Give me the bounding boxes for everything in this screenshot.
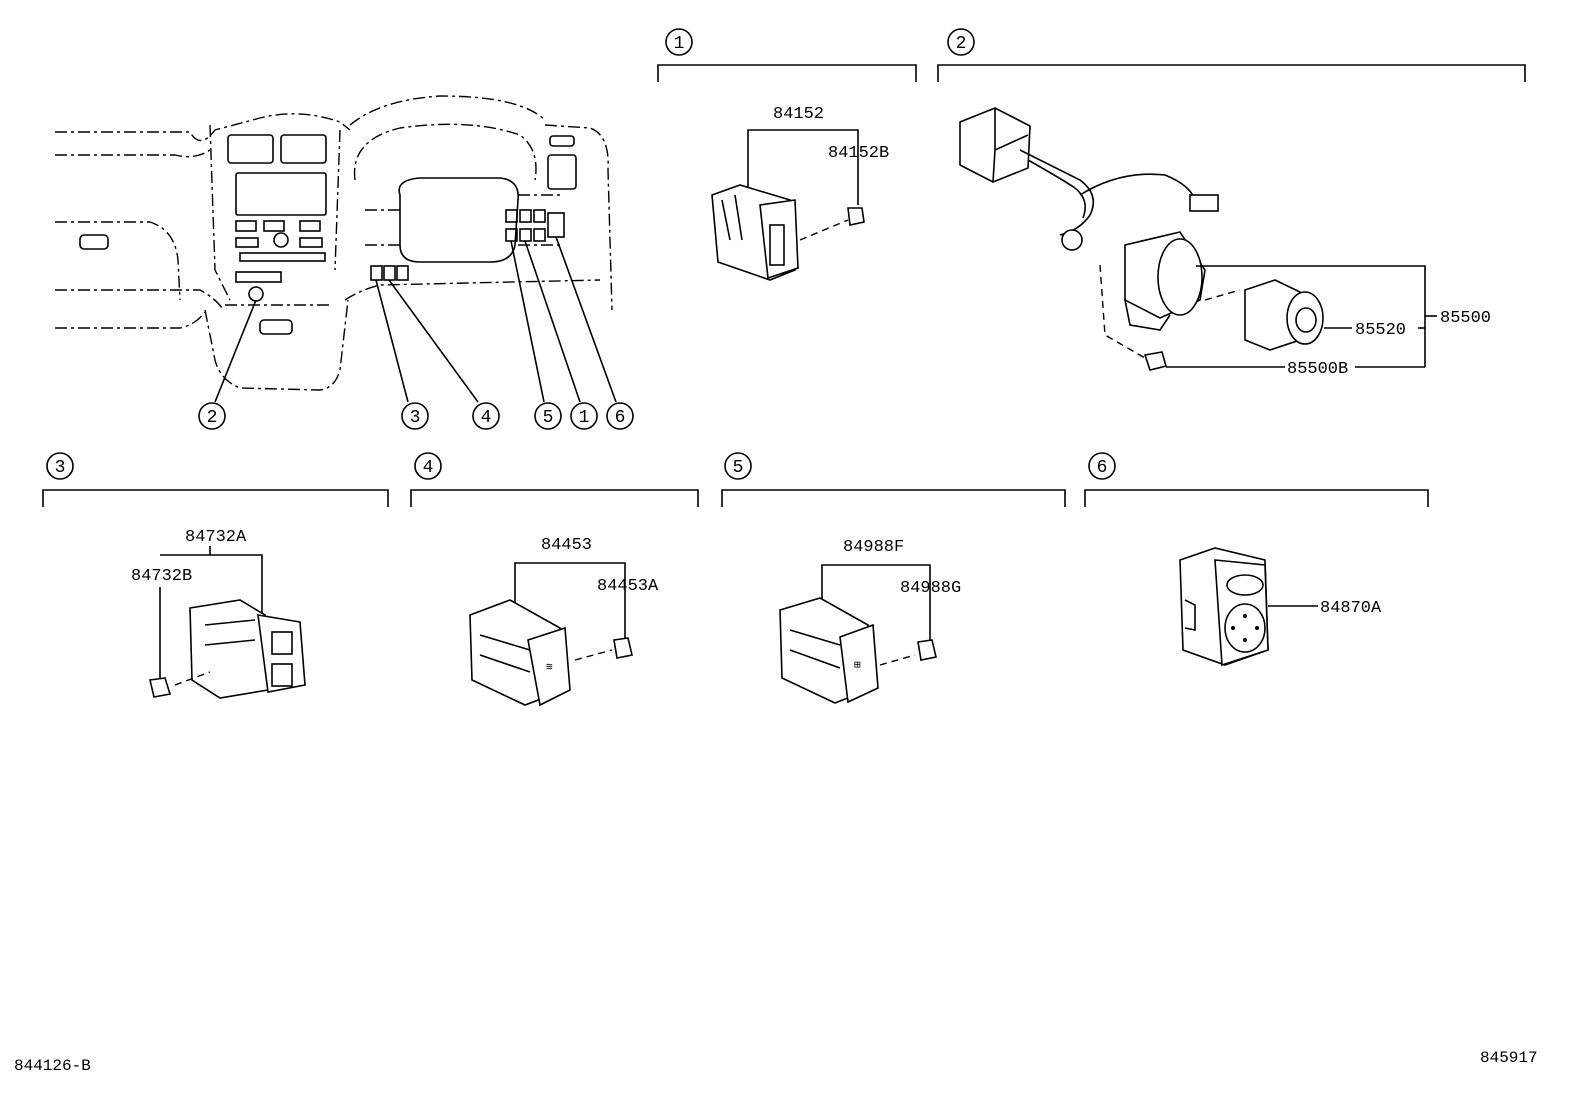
overview-callouts: 2 3 4 5 1 6 xyxy=(198,402,634,430)
part-84870a-label: 84870A xyxy=(1320,599,1382,618)
callout-circle-2 xyxy=(198,402,226,430)
part-85500-label: 85500 xyxy=(1440,309,1491,328)
section-1: 1 84152 84152B xyxy=(657,28,917,281)
section-2-bracket xyxy=(937,64,1526,82)
section-5: 5 84988F 84988G ⊞ xyxy=(721,452,1066,704)
section-1-bracket xyxy=(657,64,917,82)
part-84732b-label: 84732B xyxy=(131,567,192,586)
callout-circle-6 xyxy=(606,402,634,430)
lighter-plug xyxy=(1244,279,1324,351)
callout-circle-5 xyxy=(534,402,562,430)
section-4: 4 84453 84453A ≋ xyxy=(410,452,699,707)
cigarette-lighter-socket xyxy=(1124,231,1206,331)
section-3: 3 84732A 84732B xyxy=(42,452,389,699)
drawing-ref-left: 844126-B xyxy=(14,1057,91,1075)
bulb-socket xyxy=(1061,229,1083,251)
screw-84732b xyxy=(149,677,172,698)
callout-circle-3 xyxy=(401,402,429,430)
callout-6: 6 xyxy=(615,408,626,428)
section-4-bracket xyxy=(410,489,699,507)
screw-84988g xyxy=(917,639,937,661)
section-6-bracket xyxy=(1084,489,1429,507)
section-2-number: 2 xyxy=(956,34,967,54)
callout-1: 1 xyxy=(579,408,590,428)
part-84453-label: 84453 xyxy=(541,536,592,555)
part-84988f-label: 84988F xyxy=(843,538,904,557)
section-5-number: 5 xyxy=(733,458,744,478)
section-3-bracket xyxy=(42,489,389,507)
callout-circle-1 xyxy=(570,402,598,430)
switch-84732a xyxy=(189,599,306,699)
section-6: 6 84870A xyxy=(1084,452,1429,667)
terminal-plug xyxy=(1189,194,1219,212)
part-85500b-label: 85500B xyxy=(1287,360,1348,379)
section-number-circle xyxy=(1088,452,1116,480)
mirror-control-switch-84870a xyxy=(1179,547,1269,667)
callout-circle-4 xyxy=(472,402,500,430)
screw-84152b xyxy=(847,207,865,226)
callout-5: 5 xyxy=(543,408,554,428)
switch-84988f: ⊞ xyxy=(779,597,879,704)
callout-3: 3 xyxy=(410,408,421,428)
screw-84453a xyxy=(613,637,633,659)
section-4-number: 4 xyxy=(423,458,434,478)
section-3-number: 3 xyxy=(55,458,66,478)
section-number-circle xyxy=(724,452,752,480)
section-5-bracket xyxy=(721,489,1066,507)
section-number-circle xyxy=(947,28,975,56)
headlight-leveling-switch xyxy=(711,184,799,281)
part-85520-label: 85520 xyxy=(1355,321,1406,340)
callout-2: 2 xyxy=(207,408,218,428)
drawing-ref-right: 845917 xyxy=(1480,1049,1538,1067)
connector-housing xyxy=(959,107,1031,183)
section-number-circle xyxy=(414,452,442,480)
seat-heater-icon: ≋ xyxy=(546,662,553,674)
section-2: 2 85500 85520 85500B xyxy=(937,28,1526,379)
section-1-number: 1 xyxy=(674,34,685,54)
section-number-circle xyxy=(46,452,74,480)
switch-icon: ⊞ xyxy=(854,660,861,672)
part-84453a-label: 84453A xyxy=(597,577,659,596)
callout-4: 4 xyxy=(481,408,492,428)
part-84152-label: 84152 xyxy=(773,105,824,124)
part-84732a-label: 84732A xyxy=(185,528,247,547)
seat-heater-switch-84453: ≋ xyxy=(469,599,571,707)
section-6-number: 6 xyxy=(1097,458,1108,478)
bulb-85500b xyxy=(1143,351,1167,371)
dashboard-overview xyxy=(55,95,617,403)
section-number-circle xyxy=(665,28,693,56)
